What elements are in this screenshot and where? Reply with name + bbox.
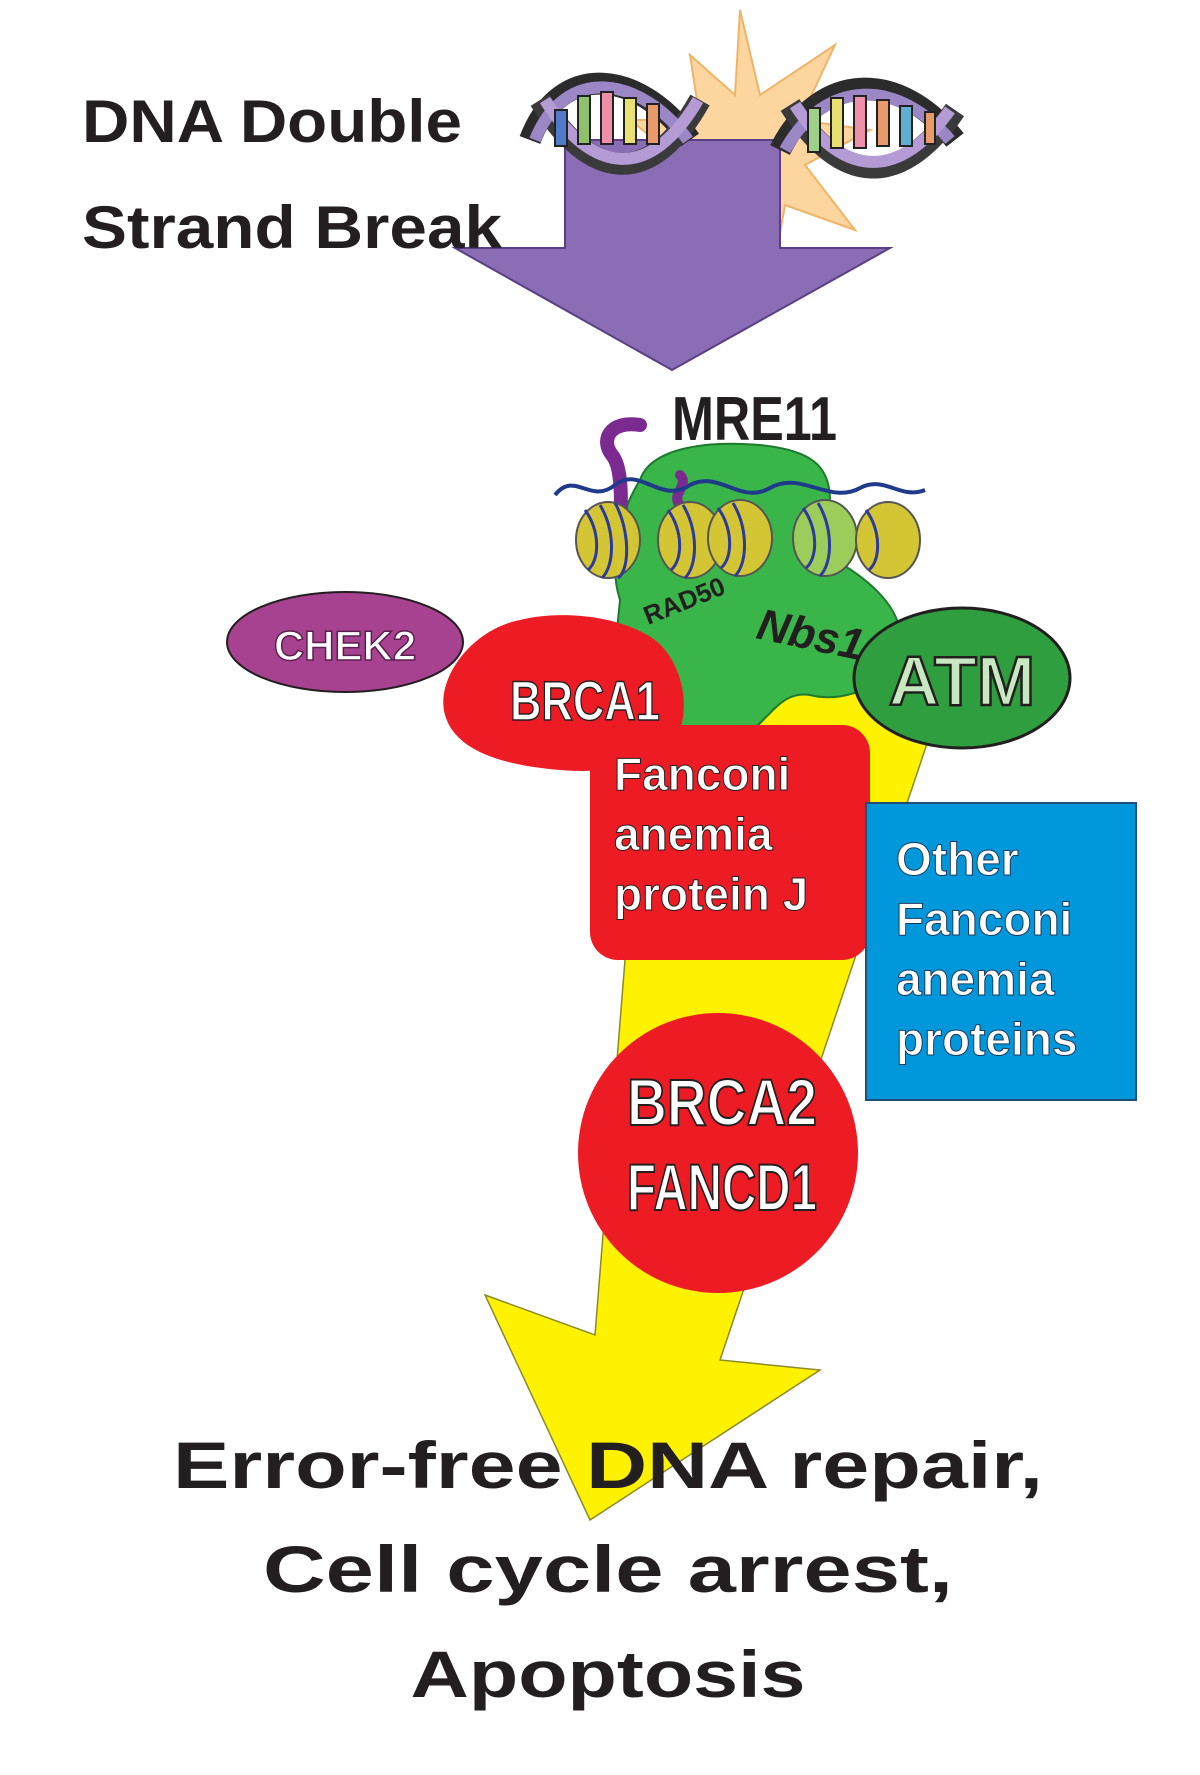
fancj-label-line-3: protein J: [614, 868, 808, 920]
nucleosome-icon: [792, 499, 858, 578]
chromatin-strand: [553, 477, 926, 497]
other-fanconi-label-line-3: anemia: [896, 953, 1055, 1005]
chek2-node: [226, 591, 464, 693]
nucleosome-icon: [707, 499, 773, 578]
mre11-label: MRE11: [672, 385, 837, 454]
nucleosome-icon: [855, 501, 921, 579]
nucleosome-icon: [575, 501, 641, 580]
other-fanconi-label-line-4: proteins: [896, 1013, 1077, 1065]
fancj-node: [590, 725, 870, 960]
other-fanconi-node: [865, 802, 1137, 1101]
nucleosome-icons: [575, 499, 921, 580]
outcome-line-2: Cell cycle arrest,: [263, 1532, 953, 1606]
other-fanconi-label-line-1: Other: [896, 833, 1019, 885]
title-line-2: Strand Break: [82, 194, 503, 261]
other-fanconi-label-line-2: Fanconi: [896, 893, 1072, 945]
purple-arrow: [451, 139, 894, 372]
brca1-label: BRCA1: [510, 669, 660, 732]
outcome-line-3: Apoptosis: [411, 1637, 806, 1711]
dna-helix-icon: [519, 72, 965, 179]
fancj-label-line-1: Fanconi: [614, 748, 790, 800]
fancj-label-line-2: anemia: [614, 808, 773, 860]
brca2-label-line-2: FANCD1: [627, 1150, 817, 1224]
chek2-label: CHEK2: [274, 622, 416, 669]
nucleosome-icon: [657, 501, 723, 580]
outcome-line-1: Error-free DNA repair,: [173, 1428, 1043, 1502]
title-line-1: DNA Double: [82, 88, 462, 155]
atm-node: [852, 606, 1072, 750]
brca2-node: [578, 1013, 858, 1293]
brca2-label-line-1: BRCA2: [627, 1065, 817, 1139]
atm-label: ATM: [889, 642, 1035, 720]
